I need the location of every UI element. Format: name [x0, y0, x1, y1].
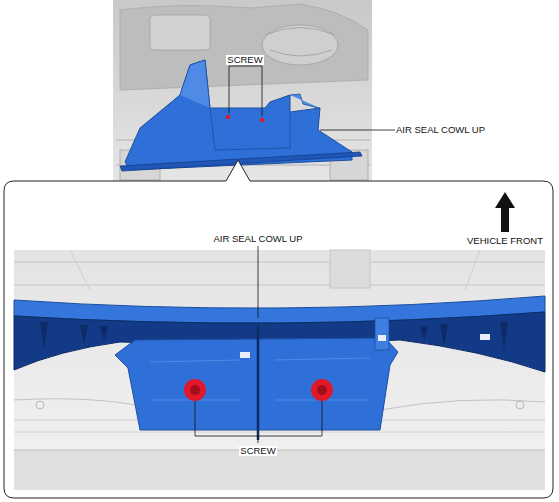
air-seal-cowl-part-top [120, 60, 362, 171]
part-label: AIR SEAL COWL UP [212, 234, 303, 244]
part-label: SCREW [226, 55, 263, 65]
leader-lines-top [229, 66, 442, 130]
direction-label: VEHICLE FRONT [466, 236, 544, 246]
part-label: AIR SEAL COWL UP [395, 125, 486, 135]
inset-frame [4, 160, 553, 498]
leader-lines-inset [195, 246, 322, 443]
engine-bay-overview [113, 0, 372, 186]
inset-background [14, 250, 545, 490]
air-seal-cowl-part-inset [14, 296, 545, 440]
vehicle-front-arrow [495, 192, 515, 232]
part-label: SCREW [239, 446, 276, 456]
